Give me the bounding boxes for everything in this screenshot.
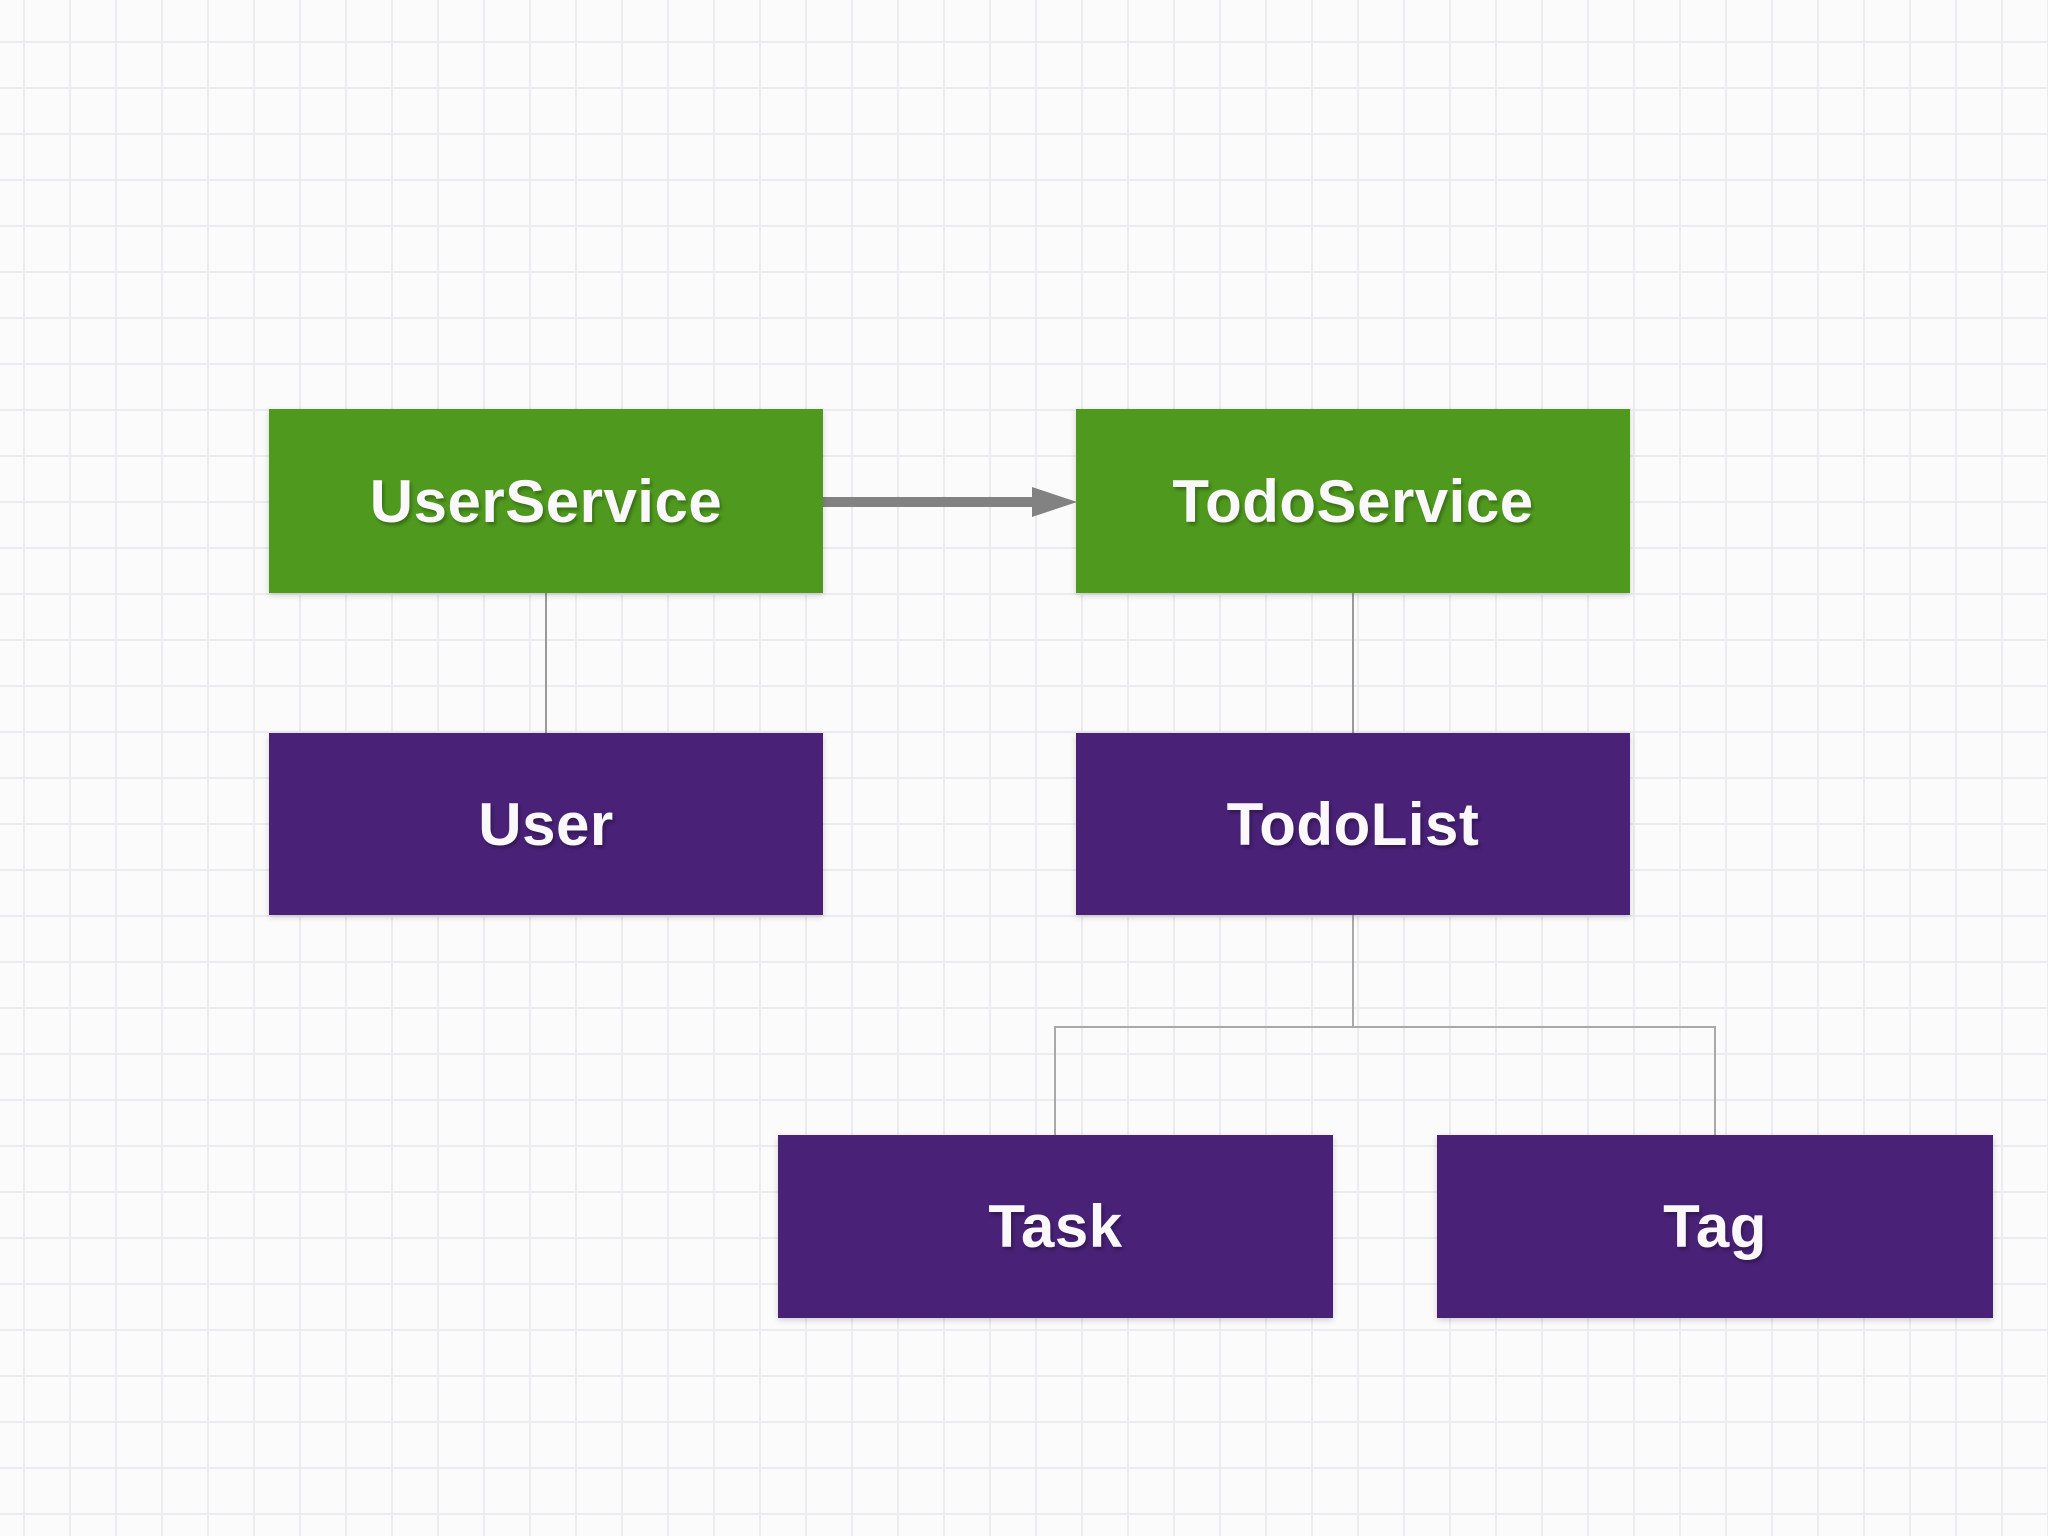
node-tag-label: Tag: [1663, 1193, 1767, 1260]
connector-todolist-stem[interactable]: [1352, 915, 1354, 1026]
node-user-label: User: [478, 790, 614, 858]
node-user-service[interactable]: UserService: [269, 409, 823, 593]
node-task[interactable]: Task: [778, 1135, 1333, 1318]
node-todo-service[interactable]: TodoService: [1076, 409, 1630, 593]
node-tag[interactable]: Tag: [1437, 1135, 1993, 1318]
node-todo-list-label: TodoList: [1226, 790, 1480, 858]
arrow-userservice-todoservice[interactable]: [823, 497, 1035, 507]
connector-todolist-branch-bar[interactable]: [1054, 1026, 1716, 1028]
arrow-head-icon: [1032, 487, 1077, 517]
node-user[interactable]: User: [269, 733, 823, 915]
connector-branch-task[interactable]: [1054, 1026, 1056, 1135]
connector-branch-tag[interactable]: [1714, 1026, 1716, 1135]
connector-userservice-user[interactable]: [545, 593, 547, 733]
connector-todoservice-todolist[interactable]: [1352, 593, 1354, 733]
node-todo-list[interactable]: TodoList: [1076, 733, 1630, 915]
node-todo-service-label: TodoService: [1172, 467, 1534, 535]
node-task-label: Task: [988, 1193, 1123, 1260]
node-user-service-label: UserService: [369, 467, 723, 535]
